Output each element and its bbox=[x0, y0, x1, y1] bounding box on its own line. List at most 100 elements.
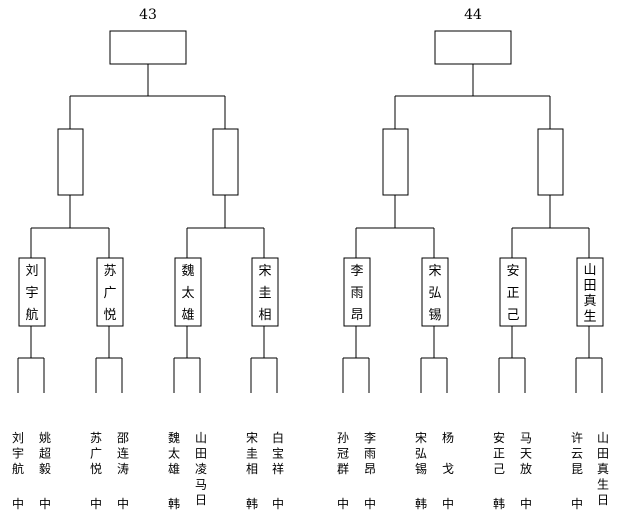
bracket-43-semifinalist-1: 广 bbox=[103, 286, 116, 301]
bracket-44-player-0-name: 冠 bbox=[337, 447, 349, 461]
bracket-44-player-3-name: 杨 bbox=[442, 430, 454, 445]
bracket-44-player-6-name: 许 bbox=[571, 431, 583, 445]
bracket-44-player-2-name: 宋 bbox=[415, 430, 427, 445]
bracket-43-r8-box-2 bbox=[174, 257, 202, 327]
bracket-43-player-0-name: 刘 bbox=[12, 431, 24, 445]
bracket-43-semifinalist-0: 航 bbox=[25, 307, 38, 323]
bracket-44-semifinalist-2: 正 bbox=[506, 286, 519, 301]
bracket-43-player-2-name: 苏 bbox=[90, 431, 102, 445]
bracket-43-r8-box-1 bbox=[96, 257, 124, 327]
bracket-43-number: 43 bbox=[139, 7, 157, 23]
bracket-44-player-3-nation: 中 bbox=[442, 496, 454, 511]
bracket-43-semifinalist-2: 魏 bbox=[181, 264, 194, 279]
bracket-43-player-1-nation: 中 bbox=[39, 496, 51, 511]
bracket-44-player-1-nation: 中 bbox=[364, 496, 376, 511]
bracket-43-player-0-name: 航 bbox=[12, 461, 24, 476]
bracket-44-player-5-name: 马 bbox=[520, 431, 532, 445]
bracket-44-player-1-name: 李 bbox=[364, 430, 376, 445]
bracket-44-player-1-name: 雨 bbox=[364, 447, 376, 461]
bracket-44-player-2-nation: 韩 bbox=[415, 496, 427, 511]
bracket-43-player-0-name: 宇 bbox=[12, 447, 24, 461]
bracket-43-r8-box-3 bbox=[251, 257, 279, 327]
bracket-44-semifinalist-0: 昂 bbox=[350, 308, 363, 323]
bracket-43-player-1-name: 超 bbox=[39, 446, 51, 461]
bracket-44-player-6-name: 昆 bbox=[571, 462, 583, 476]
bracket-44-player-4-name: 正 bbox=[493, 447, 505, 461]
bracket-44-player-0-nation: 中 bbox=[337, 496, 349, 511]
bracket-43-player-5-name: 日 bbox=[195, 493, 207, 507]
bracket-44-semifinalist-1: 弘 bbox=[428, 286, 441, 301]
bracket-44-player-2-name: 弘 bbox=[415, 447, 427, 461]
bracket-44-semifinalist-3: 生 bbox=[583, 310, 596, 325]
bracket-43-player-7-name: 祥 bbox=[272, 462, 284, 476]
bracket-44-semifinalist-3: 真 bbox=[583, 294, 596, 309]
bracket-43-player-4-name: 魏 bbox=[168, 430, 180, 445]
bracket-44-number: 44 bbox=[464, 7, 482, 23]
bracket-44-player-7-name: 生 bbox=[597, 478, 609, 492]
bracket-43-semifinalist-2: 雄 bbox=[181, 308, 194, 323]
bracket-44-player-7-name: 田 bbox=[597, 447, 609, 461]
bracket-43-player-3-name: 连 bbox=[117, 446, 129, 461]
bracket-44-r8-box-3 bbox=[576, 257, 604, 327]
bracket-43-qf-box-0 bbox=[57, 128, 84, 196]
bracket-44-r8-box-0 bbox=[343, 257, 371, 327]
bracket-44-player-6-nation: 中 bbox=[571, 496, 583, 511]
bracket-44-player-0-name: 孙 bbox=[337, 431, 349, 445]
bracket-43-player-5-name: 马 bbox=[195, 478, 207, 492]
bracket-44-semifinalist-0: 雨 bbox=[350, 286, 363, 301]
bracket-43-player-7-name: 白 bbox=[272, 430, 284, 445]
bracket-44-player-4-name: 安 bbox=[493, 430, 505, 445]
bracket-44-player-3-name: 戈 bbox=[442, 462, 454, 476]
bracket-44-player-0-name: 群 bbox=[337, 462, 349, 476]
bracket-43-player-5-name: 山 bbox=[195, 431, 207, 445]
bracket-44-semifinalist-0: 李 bbox=[350, 264, 363, 279]
bracket-43-player-1-name: 姚 bbox=[39, 431, 51, 445]
bracket-44-r8-box-2 bbox=[499, 257, 527, 327]
bracket-44-player-5-nation: 中 bbox=[520, 496, 532, 511]
bracket-43-player-5-name: 田 bbox=[195, 447, 207, 461]
bracket-44-semifinalist-3: 山 bbox=[583, 263, 596, 278]
bracket-43-player-4-name: 雄 bbox=[168, 461, 180, 476]
bracket-43-player-3-nation: 中 bbox=[117, 496, 129, 511]
bracket-44-player-5-name: 天 bbox=[520, 447, 532, 461]
bracket-44-player-1-name: 昂 bbox=[364, 462, 376, 476]
bracket-43-player-2-name: 广 bbox=[90, 447, 102, 461]
bracket-44-semifinalist-1: 宋 bbox=[428, 264, 441, 279]
bracket-44-semifinalist-1: 锡 bbox=[428, 308, 441, 323]
bracket-44-r8-box-1 bbox=[421, 257, 449, 327]
bracket-43-semifinalist-0: 宇 bbox=[25, 286, 38, 301]
bracket-44-qf-box-0 bbox=[382, 128, 409, 196]
bracket-44-player-4-nation: 韩 bbox=[493, 496, 505, 511]
bracket-43-player-4-nation: 韩 bbox=[168, 496, 180, 511]
bracket-43-semifinalist-0: 刘 bbox=[25, 264, 38, 279]
bracket-44-player-4-name: 己 bbox=[493, 462, 505, 476]
bracket-43-final-box bbox=[109, 30, 187, 65]
bracket-43-r8-box-0 bbox=[18, 257, 46, 327]
bracket-43-player-7-name: 宝 bbox=[272, 447, 284, 461]
bracket-44-semifinalist-2: 安 bbox=[506, 264, 519, 279]
bracket-43-qf-box-1 bbox=[212, 128, 239, 196]
bracket-43-semifinalist-3: 宋 bbox=[258, 264, 271, 279]
bracket-43-player-1-name: 毅 bbox=[39, 461, 51, 476]
bracket-43-player-6-name: 圭 bbox=[246, 447, 258, 461]
bracket-44-player-7-name: 日 bbox=[597, 493, 609, 507]
bracket-44-final-box bbox=[434, 30, 512, 65]
bracket-43-player-2-name: 悦 bbox=[90, 462, 102, 476]
bracket-43-semifinalist-3: 圭 bbox=[258, 286, 271, 301]
bracket-44-player-7-name: 山 bbox=[597, 431, 609, 445]
bracket-44-player-6-name: 云 bbox=[571, 447, 583, 461]
bracket-43-semifinalist-1: 苏 bbox=[103, 263, 116, 279]
bracket-44-semifinalist-3: 田 bbox=[583, 279, 596, 294]
bracket-44-qf-box-1 bbox=[537, 128, 564, 196]
bracket-43-player-3-name: 邵 bbox=[117, 431, 129, 445]
bracket-43-player-6-name: 相 bbox=[246, 462, 258, 476]
bracket-43-semifinalist-2: 太 bbox=[181, 286, 194, 301]
bracket-43-player-0-nation: 中 bbox=[12, 496, 24, 511]
bracket-43-player-5-name: 凌 bbox=[195, 462, 207, 476]
bracket-43-player-3-name: 涛 bbox=[117, 461, 129, 476]
bracket-44-player-5-name: 放 bbox=[520, 461, 532, 476]
bracket-44-player-2-name: 锡 bbox=[415, 461, 427, 476]
bracket-43-player-6-name: 宋 bbox=[246, 430, 258, 445]
bracket-44-semifinalist-2: 己 bbox=[506, 308, 519, 323]
